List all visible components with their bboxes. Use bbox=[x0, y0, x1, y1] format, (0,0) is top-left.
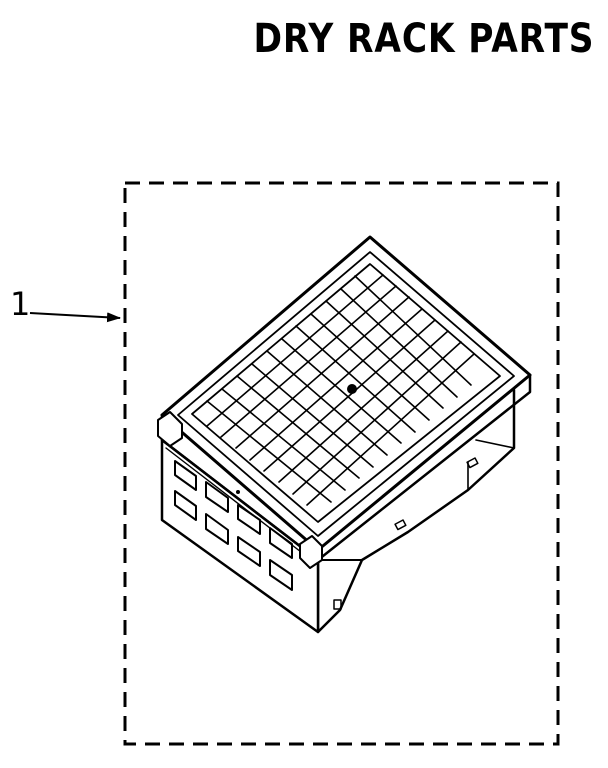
front-panel-openings bbox=[174, 460, 293, 591]
page-title: DRY RACK PARTS bbox=[253, 16, 594, 62]
rack-inner-rim bbox=[177, 251, 515, 537]
rack-support-body bbox=[316, 388, 516, 634]
dry-rack-assembly bbox=[157, 235, 532, 634]
rack-center-hub bbox=[347, 384, 357, 394]
support-slot bbox=[466, 457, 479, 469]
corner-clip-left bbox=[157, 411, 183, 447]
assembly-boundary-dashed-box bbox=[123, 181, 560, 746]
callout-leader-arrow bbox=[29, 312, 121, 323]
callout-number-1: 1 bbox=[10, 285, 31, 323]
rack-grid-lines-b bbox=[206, 275, 472, 503]
support-slot bbox=[394, 519, 407, 531]
support-slot bbox=[333, 599, 342, 610]
corner-clip-front bbox=[299, 535, 323, 569]
